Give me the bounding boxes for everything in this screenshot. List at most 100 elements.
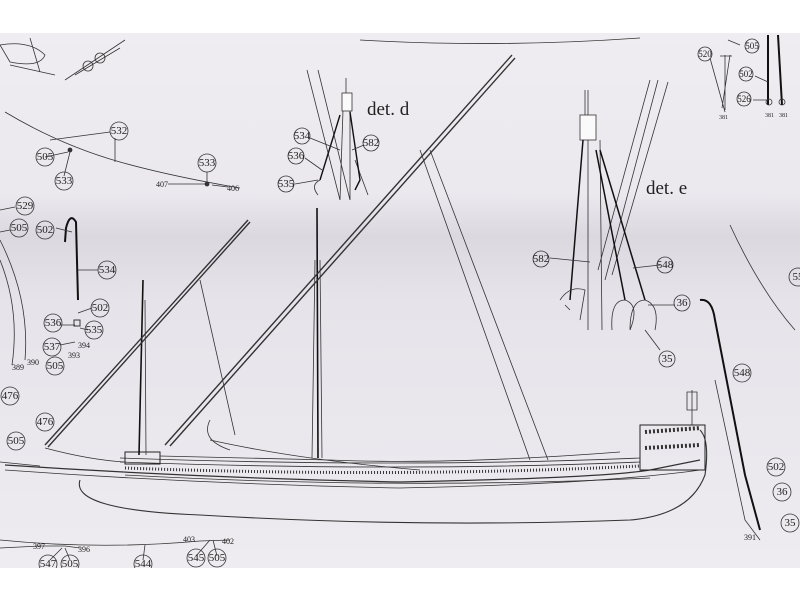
- svg-text:55: 55: [793, 271, 800, 283]
- svg-text:534: 534: [99, 264, 116, 276]
- detail-e-title: det. e: [646, 178, 687, 199]
- svg-text:502: 502: [37, 224, 54, 236]
- callout: 533: [54, 171, 74, 191]
- svg-text:534: 534: [294, 130, 311, 142]
- svg-text:529: 529: [17, 200, 34, 212]
- svg-text:548: 548: [657, 259, 674, 271]
- rope-detail-drawings: [0, 37, 641, 81]
- callout: 36: [673, 294, 691, 312]
- callout: 502: [35, 220, 55, 240]
- svg-text:35: 35: [662, 353, 674, 365]
- svg-text:381: 381: [719, 115, 728, 121]
- callout: 36: [772, 482, 792, 502]
- svg-text:548: 548: [734, 367, 751, 379]
- callout: 534: [97, 260, 117, 280]
- callout: 505: [35, 147, 55, 167]
- svg-text:476: 476: [37, 416, 54, 428]
- svg-text:537: 537: [44, 341, 61, 353]
- detail-d-drawing: [294, 69, 369, 201]
- svg-text:505: 505: [8, 435, 25, 447]
- callout: 505: [207, 548, 227, 568]
- svg-text:35: 35: [785, 517, 797, 529]
- svg-text:582: 582: [533, 253, 550, 265]
- callout: 582: [532, 250, 550, 268]
- callout: 533: [197, 153, 217, 173]
- stay-detail: [4, 111, 241, 189]
- callout: 505: [45, 356, 65, 376]
- callout: 502: [738, 66, 754, 82]
- callout: 476: [0, 386, 20, 406]
- svg-text:36: 36: [677, 297, 689, 309]
- callout: 505: [744, 38, 760, 54]
- svg-text:397: 397: [33, 542, 45, 551]
- callout: 35: [658, 350, 676, 368]
- svg-text:396: 396: [78, 545, 90, 554]
- svg-text:502: 502: [739, 69, 753, 79]
- svg-text:520: 520: [698, 49, 712, 59]
- svg-text:536: 536: [288, 150, 305, 162]
- svg-text:505: 505: [745, 41, 759, 51]
- svg-text:533: 533: [56, 175, 73, 187]
- svg-text:381: 381: [765, 113, 774, 119]
- callout: 505: [9, 218, 29, 238]
- svg-text:391: 391: [744, 533, 756, 542]
- callout: 534: [293, 127, 311, 145]
- callout: 535: [84, 320, 104, 340]
- callout-labels: 532 505 533 533 529 505 502 534 502 536 …: [0, 38, 800, 574]
- svg-text:533: 533: [199, 157, 216, 169]
- callout: 582: [362, 134, 380, 152]
- svg-text:505: 505: [62, 558, 79, 570]
- callout: 537: [42, 337, 62, 357]
- paper: [0, 33, 800, 568]
- callout: 35: [780, 513, 800, 533]
- svg-text:390: 390: [27, 358, 39, 367]
- svg-text:505: 505: [47, 360, 64, 372]
- svg-text:544: 544: [135, 558, 152, 570]
- svg-text:532: 532: [111, 125, 128, 137]
- svg-text:403: 403: [183, 535, 195, 544]
- svg-text:535: 535: [86, 324, 103, 336]
- bottom-border: [0, 568, 800, 600]
- svg-text:407: 407: [156, 180, 168, 189]
- callout: 535: [277, 175, 295, 193]
- callout: 505: [6, 431, 26, 451]
- svg-text:381: 381: [779, 113, 788, 119]
- svg-text:393: 393: [68, 351, 80, 360]
- svg-text:505: 505: [37, 151, 54, 163]
- ship-masts-and-yards: [44, 54, 761, 541]
- callout: 532: [109, 121, 129, 141]
- callout: 502: [766, 457, 786, 477]
- svg-text:526: 526: [737, 94, 751, 104]
- callout: 526: [736, 91, 752, 107]
- detail-e-drawing: [549, 79, 675, 351]
- callout: 545: [186, 548, 206, 568]
- svg-text:505: 505: [209, 552, 226, 564]
- svg-text:389: 389: [12, 363, 24, 372]
- small-number-labels: 407 406 394 393 389 390 381 381 381 391 …: [12, 113, 788, 554]
- callout: 548: [656, 256, 674, 274]
- galley-hull: [0, 390, 708, 524]
- top-border: [0, 0, 800, 33]
- callout: 536: [43, 313, 63, 333]
- svg-text:535: 535: [278, 178, 295, 190]
- svg-text:406: 406: [227, 184, 239, 193]
- svg-text:505: 505: [11, 222, 28, 234]
- bottom-stays: [0, 539, 231, 561]
- callout: 548: [732, 363, 752, 383]
- callout: 520: [697, 46, 713, 62]
- detail-d-title: det. d: [367, 99, 410, 120]
- svg-text:476: 476: [2, 390, 19, 402]
- svg-text:402: 402: [222, 537, 234, 546]
- callout: 476: [35, 412, 55, 432]
- svg-text:502: 502: [92, 302, 109, 314]
- callout: 502: [90, 298, 110, 318]
- callout: 536: [287, 147, 305, 165]
- callout: 55: [788, 267, 800, 287]
- left-rigging-detail: [0, 206, 98, 366]
- svg-text:536: 536: [45, 317, 62, 329]
- svg-text:545: 545: [188, 552, 205, 564]
- svg-text:502: 502: [768, 461, 785, 473]
- svg-text:582: 582: [363, 137, 380, 149]
- callout: 529: [15, 196, 35, 216]
